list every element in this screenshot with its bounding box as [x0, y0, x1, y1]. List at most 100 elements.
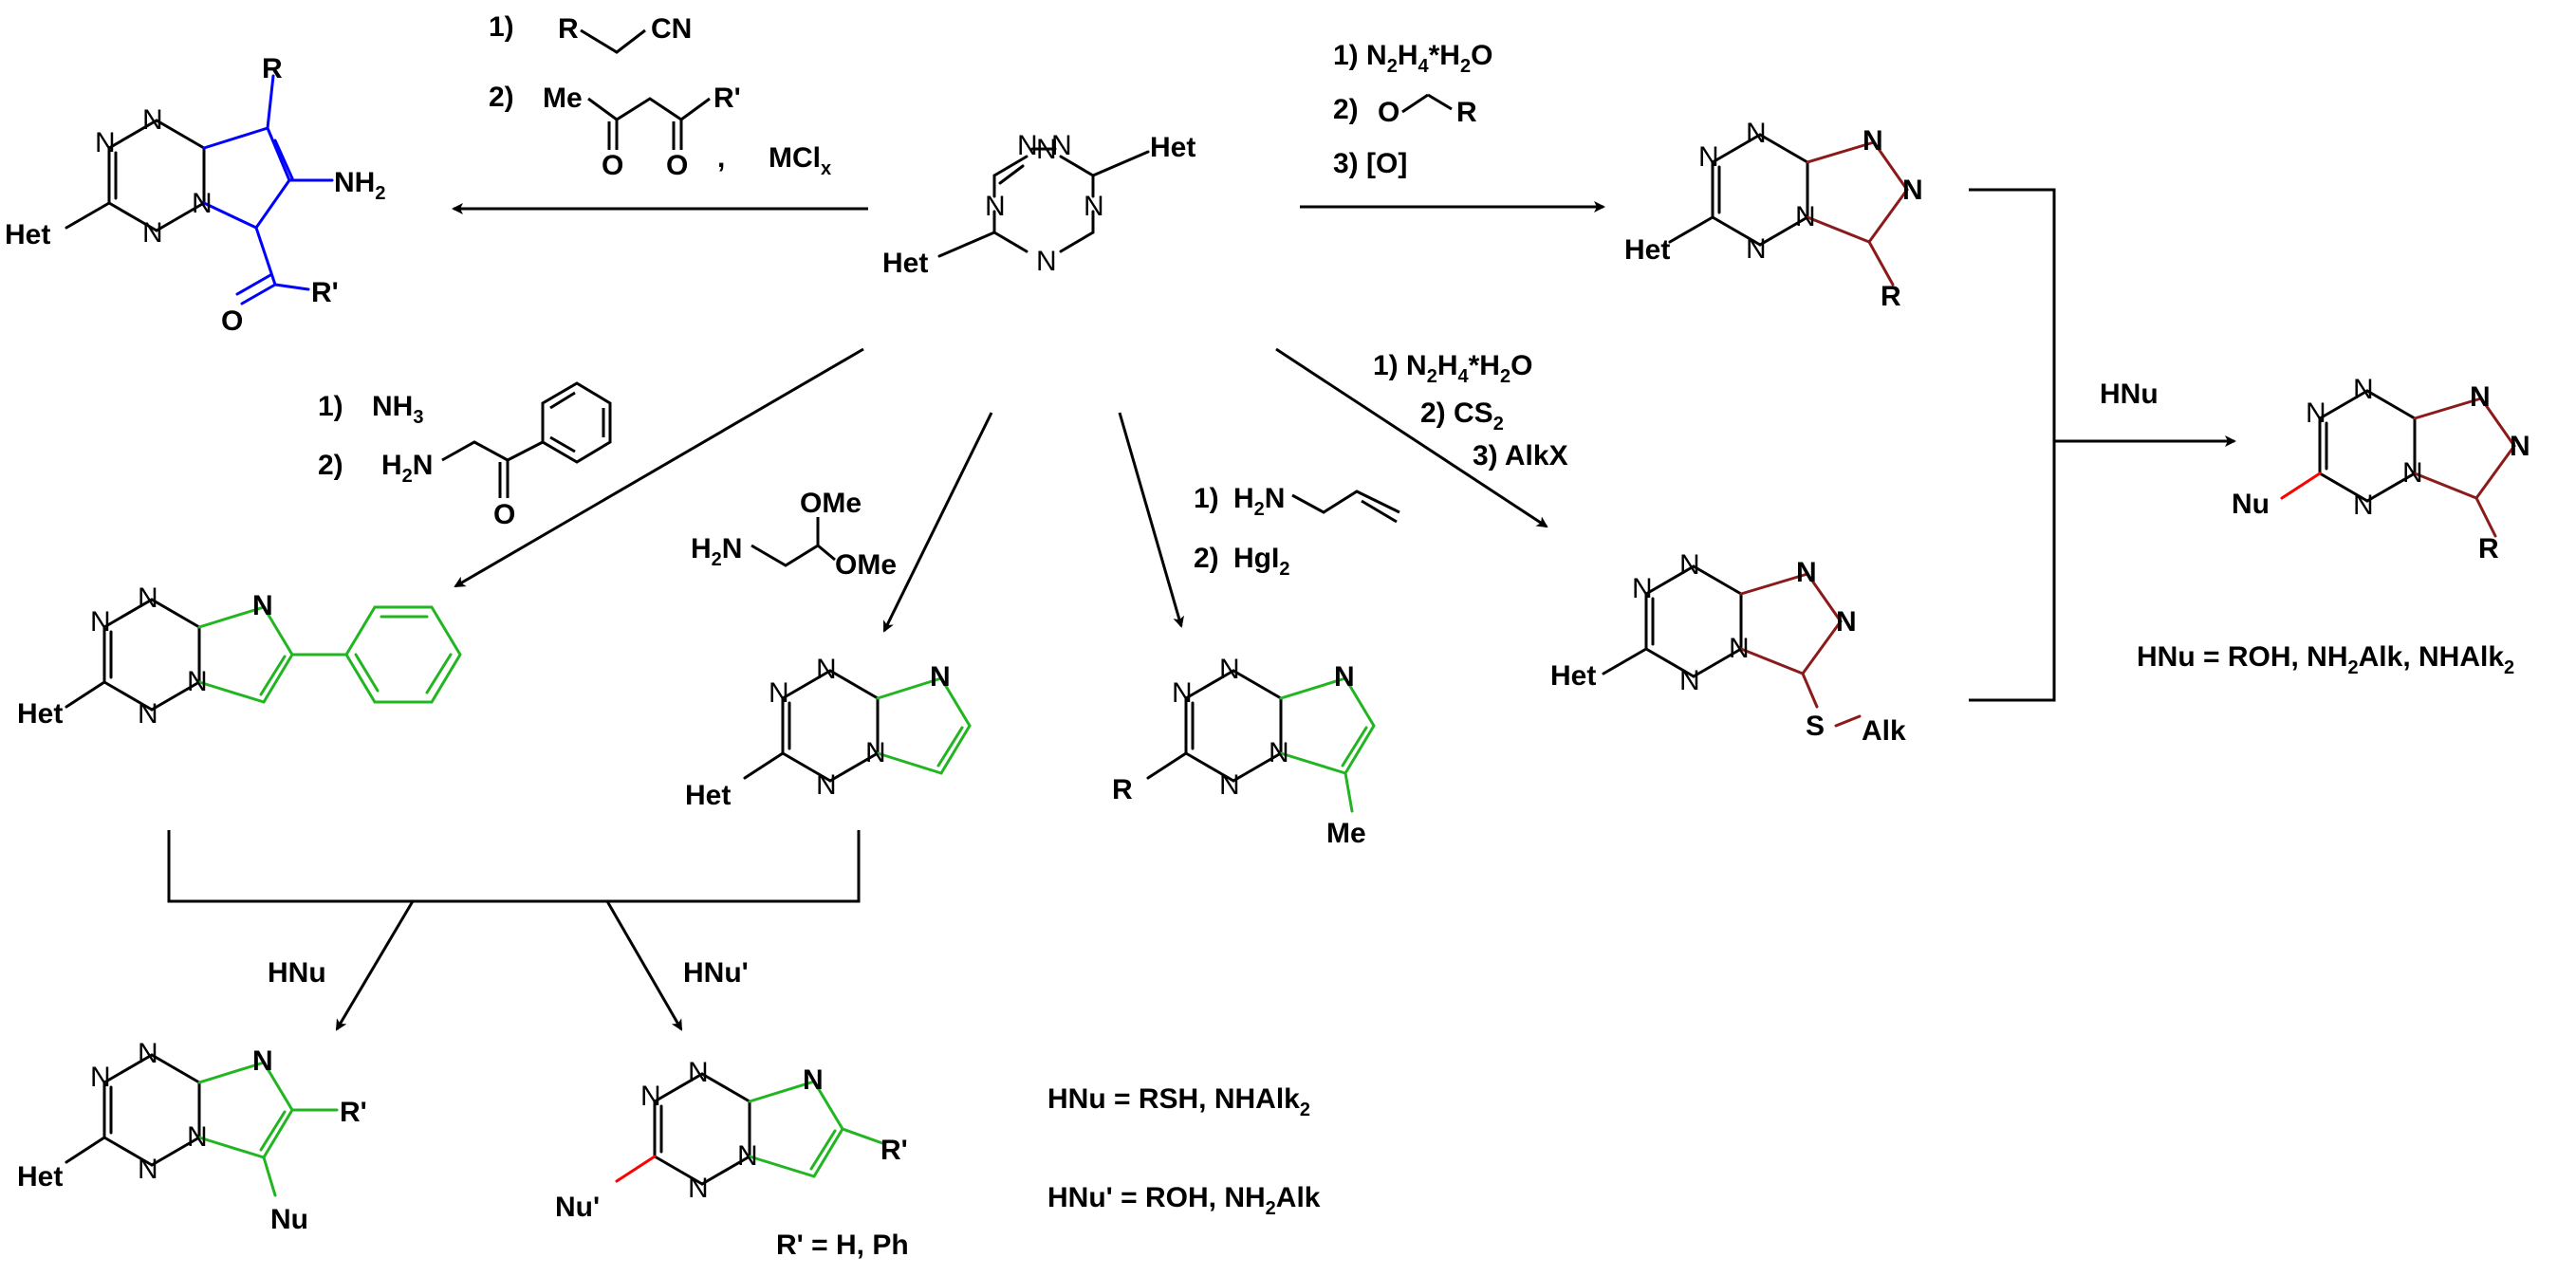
svg-text:N: N — [138, 698, 158, 730]
arrow-left-hnup — [605, 900, 683, 1031]
conditions-mid-right: 1) N2H4*H2O 2) CS2 3) AlkX — [1373, 350, 1568, 472]
svg-text:N: N — [2402, 457, 2423, 489]
svg-text:N: N — [930, 661, 951, 693]
svg-text:1) N2H4*H2O: 1) N2H4*H2O — [1333, 40, 1492, 77]
product-imidazo-h: Het N N N N N — [685, 654, 972, 811]
product-triazolo-nu: Nu N N N N N N R — [2232, 374, 2530, 564]
conditions-allyl: 1) H2N 2) HgI2 — [1194, 483, 1400, 580]
svg-text:N: N — [1796, 557, 1817, 588]
svg-text:Alk: Alk — [1862, 715, 1906, 747]
svg-text:Het: Het — [17, 698, 63, 730]
svg-text:N: N — [865, 737, 886, 768]
central-tetrazine: N N N N N N Het Het — [882, 130, 1195, 279]
svg-text:OMe: OMe — [835, 549, 897, 581]
svg-text:N: N — [95, 127, 116, 158]
svg-text:N: N — [2353, 374, 2374, 405]
svg-text:HNu: HNu — [2100, 379, 2159, 410]
product-imidazo-ph: Het N N N N N — [17, 583, 462, 730]
atom-n: N — [1036, 134, 1057, 165]
svg-text:Het: Het — [5, 219, 50, 250]
svg-text:Nu: Nu — [2232, 489, 2270, 520]
svg-text:N: N — [1269, 737, 1289, 768]
svg-text:Me: Me — [543, 83, 583, 114]
het-label: Het — [882, 248, 928, 279]
arrow-to-imidazo-me — [1118, 412, 1184, 628]
svg-text:R: R — [1456, 97, 1477, 128]
svg-text:N: N — [1679, 549, 1700, 581]
svg-text:2) CS2: 2) CS2 — [1420, 398, 1504, 435]
conditions-top-right: 1) N2H4*H2O 2) O R 3) [O] — [1333, 40, 1492, 179]
svg-text:3) AlkX: 3) AlkX — [1473, 440, 1568, 472]
svg-text:R: R — [262, 53, 283, 84]
svg-text:CN: CN — [651, 13, 692, 45]
svg-text:2): 2) — [318, 450, 343, 481]
svg-text:N: N — [192, 188, 213, 219]
atom-n: N — [985, 191, 1006, 222]
svg-text:N: N — [816, 654, 837, 685]
bracket-left — [167, 830, 861, 903]
svg-text:N: N — [1632, 573, 1653, 604]
svg-text:N: N — [142, 217, 163, 249]
arrow-to-triazolo-salk — [1275, 347, 1548, 528]
svg-text:S: S — [1806, 711, 1825, 742]
svg-text:O: O — [666, 150, 688, 181]
svg-text:N: N — [252, 1045, 273, 1077]
svg-text:R: R — [1112, 774, 1133, 805]
note-hnu-right: HNu = ROH, NH2Alk, NHAlk2 — [2137, 641, 2514, 678]
svg-text:MClx: MClx — [769, 142, 831, 179]
arrow-left-hnu — [335, 900, 415, 1031]
svg-text:N: N — [1729, 633, 1750, 664]
svg-text:N: N — [1172, 677, 1193, 709]
atom-n: N — [1036, 246, 1057, 277]
atom-n: N — [1084, 191, 1104, 222]
svg-text:1): 1) — [318, 391, 343, 422]
note-rp-def: R' = H, Ph — [776, 1230, 909, 1261]
svg-text:N: N — [1746, 118, 1767, 149]
svg-text:N: N — [769, 677, 789, 709]
svg-text:N: N — [2306, 398, 2326, 429]
svg-text:Het: Het — [17, 1161, 63, 1193]
svg-text:OMe: OMe — [800, 488, 862, 519]
svg-text:O: O — [602, 150, 623, 181]
svg-text:N: N — [2510, 431, 2530, 462]
notes: HNu = ROH, NH2Alk, NHAlk2 HNu = RSH, NHA… — [776, 641, 2514, 1261]
svg-text:HNu: HNu — [268, 957, 326, 989]
svg-text:N: N — [2353, 490, 2374, 521]
svg-text:R': R' — [880, 1135, 908, 1166]
svg-text:R': R' — [311, 277, 339, 308]
svg-text:N: N — [688, 1057, 709, 1088]
svg-text:,: , — [717, 142, 725, 174]
svg-text:N: N — [803, 1064, 824, 1096]
svg-text:R: R — [558, 13, 579, 45]
svg-text:N: N — [138, 583, 158, 614]
note-hnu-left: HNu = RSH, NHAlk2 — [1047, 1083, 1310, 1120]
svg-text:H2N: H2N — [381, 450, 433, 487]
svg-text:1) N2H4*H2O: 1) N2H4*H2O — [1373, 350, 1532, 387]
svg-text:R': R' — [340, 1097, 367, 1128]
atom-n: N — [1017, 130, 1038, 161]
svg-text:NH3: NH3 — [372, 391, 423, 428]
svg-text:2): 2) — [1333, 94, 1359, 125]
svg-text:N: N — [640, 1081, 661, 1112]
svg-text:HNu': HNu' — [683, 957, 749, 989]
svg-text:N: N — [187, 666, 208, 697]
svg-text:N: N — [1902, 175, 1923, 206]
svg-text:NH2: NH2 — [334, 167, 385, 204]
arrows — [167, 188, 2236, 1031]
svg-text:H2N: H2N — [1233, 483, 1285, 520]
svg-text:N: N — [688, 1173, 709, 1204]
atom-n: N — [1051, 130, 1072, 161]
svg-text:Me: Me — [1326, 818, 1366, 849]
bracket-right — [1969, 188, 2056, 702]
svg-text:N: N — [737, 1140, 758, 1172]
svg-text:N: N — [252, 590, 273, 621]
svg-text:1): 1) — [1194, 483, 1219, 514]
conditions-left-mid: 1) NH3 2) H2N O — [318, 381, 612, 530]
svg-text:Nu': Nu' — [555, 1192, 600, 1223]
product-imidazo-me: R N N N N N Me — [1112, 654, 1376, 849]
svg-text:1): 1) — [489, 11, 514, 43]
het-label: Het — [1150, 132, 1195, 163]
svg-text:2): 2) — [489, 82, 514, 113]
svg-text:N: N — [142, 104, 163, 136]
svg-text:N: N — [1679, 665, 1700, 696]
